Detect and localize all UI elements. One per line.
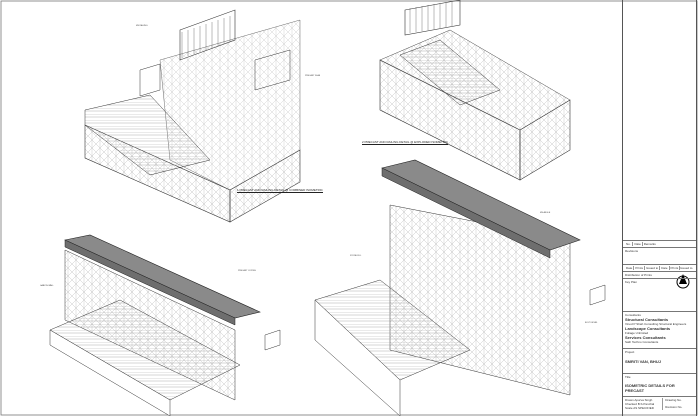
drawing-caption-2: 2 PRECAST AND RAILING DETAIL @ EXPLODED … bbox=[362, 140, 449, 145]
key-plan-label: Key Plan bbox=[623, 279, 696, 312]
revision-header: No. Date Remarks bbox=[623, 241, 696, 248]
annotation: PRECAST COPING bbox=[238, 270, 256, 272]
annotation: GABION WALL bbox=[40, 285, 54, 287]
bolt-detail bbox=[589, 284, 606, 306]
distribution-label: Distribution of Prints bbox=[623, 272, 696, 279]
drawing-caption-1: 1 PRECAST AND RAILING DETAIL @ COMBINED … bbox=[237, 188, 323, 193]
annotation: PRECAST SLAB bbox=[305, 75, 321, 77]
exploded-isometric-view bbox=[379, 0, 571, 181]
annotation: MS ANGLE bbox=[540, 212, 551, 214]
annotation: STONE FILL bbox=[350, 255, 362, 257]
annotation: MS RAILING bbox=[136, 25, 148, 27]
combined-isometric-view bbox=[84, 9, 301, 223]
bolt-detail bbox=[264, 329, 281, 351]
north-arrow-icon bbox=[676, 274, 690, 289]
annotation: BOLT DETAIL bbox=[585, 322, 598, 324]
gabion-with-coping-right bbox=[314, 159, 606, 416]
gabion-with-coping-left bbox=[49, 234, 281, 416]
drawing-info: Drawn Apurva Singh Checked B.S.Panchal S… bbox=[625, 398, 683, 410]
revisions-label: Revisions bbox=[623, 248, 696, 265]
